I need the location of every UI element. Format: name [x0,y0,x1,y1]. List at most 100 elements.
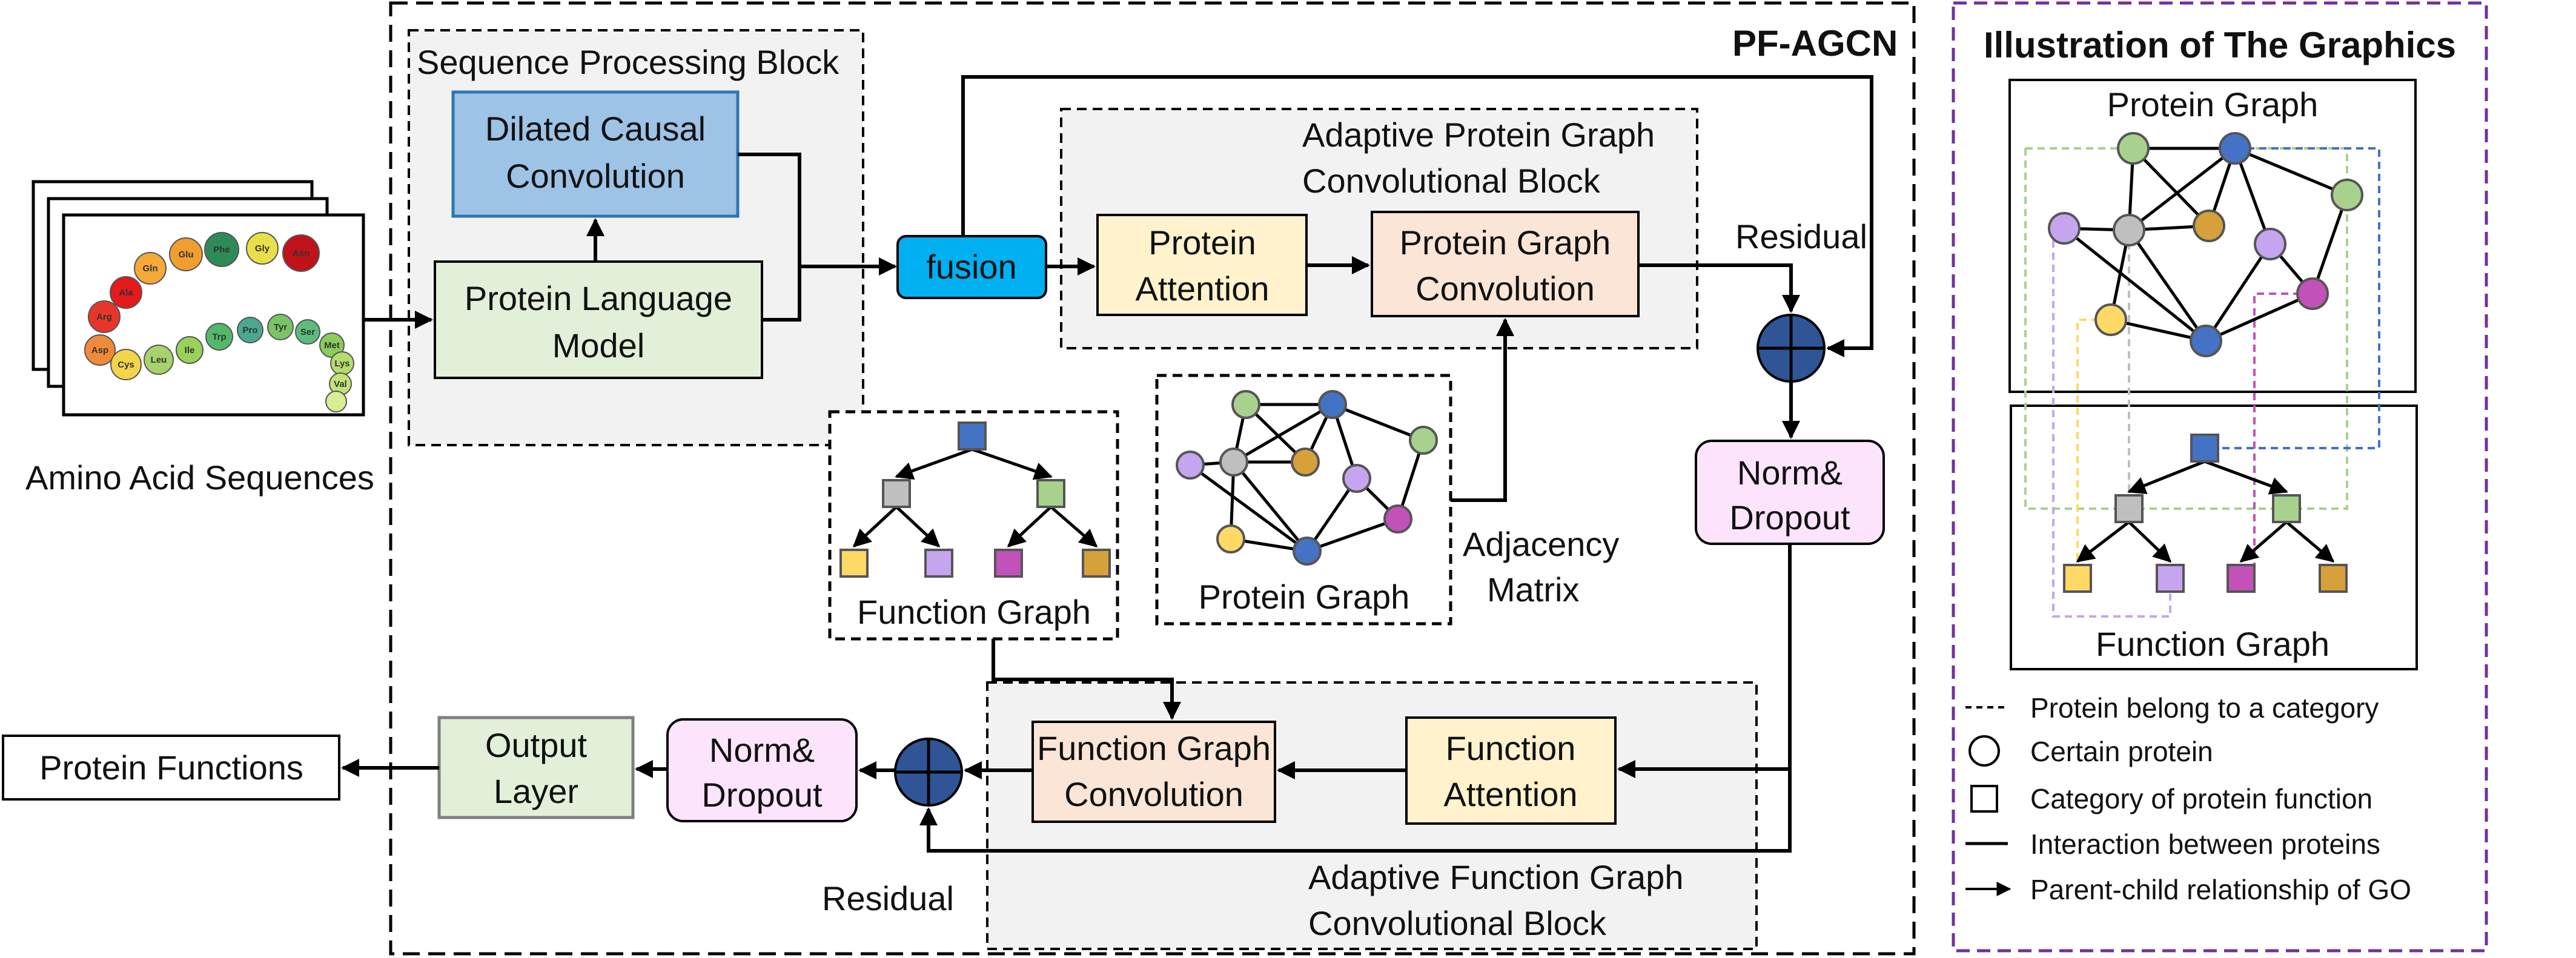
go-term-node-leaf [2156,564,2185,593]
go-term-node-root [958,421,987,451]
category-membership-link [2024,147,2348,510]
pf-agcn-title: PF-AGCN [1732,23,1898,64]
legend-item-category-function: Category of protein function [2030,783,2372,814]
output-line1: Output [485,726,588,764]
legend-items: Protein belong to a category Certain pro… [1965,692,2411,905]
protein-node [2094,303,2127,336]
protein-functions-box: Protein Functions [2,735,340,801]
go-term-node [1036,479,1065,508]
function-attention-line2: Attention [1443,775,1577,813]
legend-title: Illustration of The Graphics [1984,25,2456,65]
category-membership-link [2205,147,2380,449]
protein-node [1409,426,1438,455]
function-attention-line1: Function [1446,729,1576,767]
plm-line1: Protein Language [465,279,732,317]
protein-graph-network [1176,390,1438,566]
amino-acid-label: Phe [213,245,230,255]
protein-graph-conv-line2: Convolution [1415,269,1595,308]
protein-interaction-edge [1305,477,1359,552]
protein-node [1219,448,1248,477]
amino-acid-sequences-caption: Amino Acid Sequences [25,458,374,497]
circle-plus-bottom [894,738,963,807]
protein-interaction-edge [1332,403,1424,442]
go-parent-child-arrow [2285,521,2335,563]
amino-acid-bead [110,349,142,380]
protein-node [1231,390,1260,419]
dilated-causal-line2: Convolution [506,157,685,195]
amino-acid-label: Ala [119,288,133,298]
go-term-node [2114,494,2144,523]
amino-acid-bead [134,252,167,285]
protein-node [2117,132,2150,165]
category-membership-link [2253,292,2313,578]
amino-acid-bead [282,234,320,272]
protein-node [2113,214,2145,246]
sequence-processing-title: Sequence Processing Block [417,43,839,81]
legend-category-dashed-links [2024,147,2380,618]
legend-item-certain-protein: Certain protein [2030,736,2213,767]
protein-node [1293,537,1322,566]
function-block-title-1: Adaptive Function Graph [1308,858,1683,896]
protein-graph-panel: Protein Graph [1155,374,1452,626]
protein-interaction-edge [2311,194,2349,294]
go-parent-child-arrow [1050,506,1098,547]
function-graph-convolution-box: Function Graph Convolution [1031,721,1276,823]
legend-square-symbol [1970,785,1998,813]
legend-item-parent-child: Parent-child relationship of GO [2030,874,2411,905]
category-membership-link [2052,228,2171,618]
go-parent-child-arrow [2128,521,2172,563]
go-term-node-leaf [1082,549,1111,578]
protein-interaction-edge [2205,292,2314,343]
residual-top-label: Residual [1735,217,1867,256]
go-term-node-root [2190,434,2219,463]
amino-acid-label: Glu [179,249,194,260]
amino-acid-bead [205,323,233,351]
protein-node [2048,212,2081,245]
protein-node [2190,325,2222,357]
protein-language-model-box: Protein Language Model [434,260,763,379]
protein-attention-line2: Attention [1135,269,1269,308]
amino-acid-bead [325,391,347,412]
amino-acid-label: Lys [334,358,349,369]
protein-node [2331,179,2363,211]
protein-node [1176,451,1205,480]
go-parent-child-arrow [2204,460,2288,495]
amino-acid-label: Gln [143,263,158,274]
norm-bottom-line2: Dropout [701,776,823,814]
amino-acid-bead [169,237,203,271]
amino-acid-label: Asn [293,248,310,259]
go-parent-child-arrow [2239,521,2288,563]
go-parent-child-arrow [895,448,973,480]
go-term-node-leaf [994,549,1023,578]
legend-function-graph-tree [2063,434,2348,593]
amino-acid-label: Met [324,340,340,351]
protein-interaction-edge [2204,243,2272,342]
protein-interaction-edge [1233,403,1334,464]
amino-acid-bead [110,276,142,309]
amino-acid-bead [204,232,239,267]
norm-dropout-bottom-box: Norm& Dropout [666,718,858,822]
legend-item-category-membership: Protein belong to a category [2030,692,2379,724]
function-attention-box: Function Attention [1405,716,1617,825]
protein-node [2254,228,2286,260]
protein-node [1318,390,1347,419]
fusion-box: fusion [896,235,1047,299]
residual-bottom-label: Residual [822,879,954,917]
protein-interaction-edge [1233,461,1308,552]
protein-interaction-edge [2233,148,2272,245]
protein-attention-line1: Protein [1148,223,1256,262]
protein-node [2296,277,2329,310]
go-term-node [2272,494,2301,523]
amino-acid-bead [88,300,121,333]
go-term-node-leaf [839,549,869,578]
legend-circle-symbol [1968,735,2000,767]
connectors [341,75,1873,853]
amino-acid-label: Val [334,379,347,389]
protein-block-title-2: Convolutional Block [1302,162,1601,200]
amino-acid-bead [84,334,116,366]
amino-acid-bead [144,345,174,375]
go-parent-child-arrow [1007,506,1052,548]
function-block-title-2: Convolutional Block [1308,904,1607,942]
adjacency-line1: Adjacency [1463,525,1619,563]
